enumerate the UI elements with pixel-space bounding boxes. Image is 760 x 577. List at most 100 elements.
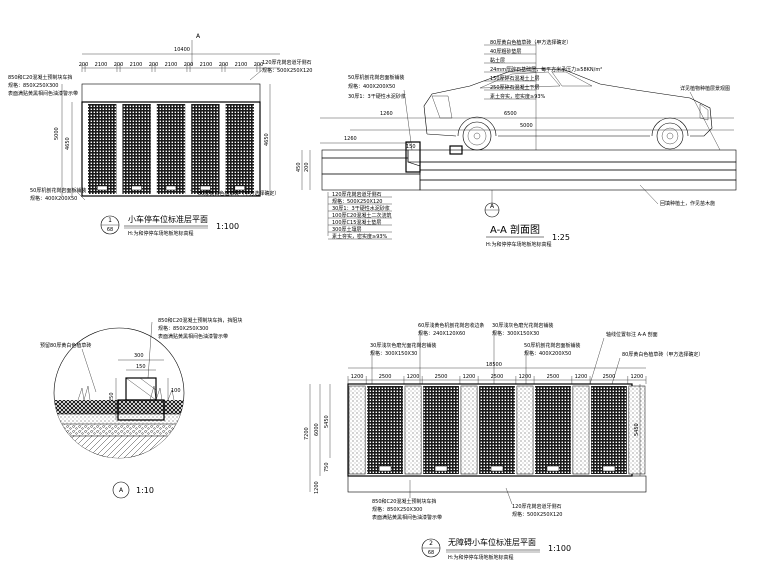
left-dim-6000: 6000 (314, 423, 320, 436)
section-top-label-0: 80厚黄白色植草砖（甲方选择确定） (490, 39, 571, 46)
right-dim-5450: 5450 (634, 423, 640, 436)
top-dim-6: 200 (184, 62, 194, 68)
plan2-aisle-6 (516, 385, 534, 475)
drawing-title: 小车停车位标准层平面 (128, 214, 208, 224)
plan2-bottom-4: 120厚花岗岩道牙侧石 (512, 503, 562, 510)
section-bottom-labels: 120厚花岗岩道牙侧石规格：500X250X12030厚1：3干硬性水泥砂浆10… (328, 191, 392, 240)
plan2-top-dim-8: 1200 (575, 374, 588, 380)
plan2-index-bottom: 68 (428, 550, 434, 556)
plan2-top-dim-7: 2500 (547, 374, 560, 380)
drawing-subtitle: H:为和停停车场地板地标高程 (128, 230, 193, 237)
plan2-top-label-7: 规格：400X200X50 (524, 350, 571, 357)
plan2-stalls (348, 385, 646, 475)
detail-dim-300: 300 (134, 353, 144, 359)
stall-4 (225, 104, 254, 194)
plan2-top-dim-5: 2500 (491, 374, 504, 380)
plan2-top-label-4: 30厚浅灰色磨光花岗岩铺装 (492, 322, 553, 329)
plan2-top-label-6: 50厚机刨花岗岩面板铺装 (524, 342, 580, 349)
left-dim-1200: 1200 (314, 481, 320, 494)
section-top-label-5: 250厚碎石混凝土下层 (490, 84, 540, 91)
right-dim-1: 4650 (264, 133, 270, 146)
plan2-title: 无障碍小车位标准层平面 (448, 537, 536, 547)
section-grass-layer (407, 149, 737, 163)
section-bottom-label-4: 100厚C15混凝土垫层 (332, 219, 381, 226)
detail-label-1: 850和C20混凝土预制块车挡，挡阻块 (158, 317, 242, 324)
section-top-label-3: 24mm厚碎石基础层，每平方米承压力≥58KN/m² (490, 66, 602, 73)
plan2-bottom-1: 850和C20混凝土预制块车挡 (372, 498, 436, 505)
top-dim-8: 200 (219, 62, 229, 68)
section-index: A (490, 203, 495, 210)
section-bottom-label-1: 规格：500X250X120 (332, 198, 382, 205)
label-backfill: 回填种植土，作见苗木施 (660, 200, 715, 207)
plan2-top-label-3: 规格：300X150X30 (370, 350, 417, 357)
label-wheel-stop: 850和C20混凝土预制块车挡 (8, 74, 72, 81)
left-dim-450: 450 (296, 162, 302, 172)
plan2-curb-strip (347, 475, 647, 493)
plan2-aisle-8 (572, 385, 590, 475)
plan2-top-label-5: 规格：300X150X30 (492, 330, 539, 337)
section-top-label-1: 40厚粗砂垫层 (490, 48, 521, 55)
stall-1 (122, 104, 151, 194)
plan2-stall-1 (367, 386, 403, 474)
section-bottom-label-3: 100厚C20混凝土二次浇筑 (332, 212, 391, 219)
section-scale: 1:25 (552, 233, 570, 242)
left-dim-1: 5000 (54, 127, 60, 140)
section-bottom-label-2: 30厚1：3干硬性水泥砂浆 (332, 205, 390, 212)
label-planting: 详见植物种植层景观图 (680, 85, 730, 92)
section-top-label-2: 黏土层 (490, 57, 505, 64)
plan2-stall-3 (423, 386, 459, 474)
section-paving-layer (321, 149, 409, 159)
section-sand-layer (419, 161, 737, 171)
label-paving: 50厚机刨花岗岩面板铺装 (348, 74, 404, 81)
top-dim-3: 2100 (130, 62, 143, 68)
plan2-stall-5 (479, 386, 515, 474)
label-wheel-stop-note: 表面满贴黄黑相间色油漆警示带 (8, 90, 78, 97)
plan2-top-dim-9: 2500 (603, 374, 616, 380)
plan-accessible-parking: 60厚浅黄色机刨花岗岩收边条规格：240X120X6030厚浅灰色磨光面花岗岩铺… (304, 322, 703, 561)
plan2-top-labels: 60厚浅黄色机刨花岗岩收边条规格：240X120X6030厚浅灰色磨光面花岗岩铺… (370, 322, 703, 385)
section-title: A-A 剖面图 (490, 223, 540, 236)
section-subtitle: H:为和停停车场地板地标高程 (486, 241, 551, 248)
parking-stalls (88, 104, 254, 194)
dim-18500: 18500 (486, 362, 502, 368)
plan2-top-dim-10: 1200 (631, 374, 644, 380)
left-dim-200: 200 (304, 162, 310, 172)
top-dim-7: 2100 (200, 62, 213, 68)
plan2-top-label-1: 规格：240X120X60 (418, 330, 465, 337)
index-top: 1 (108, 217, 112, 224)
section-wheel-stop (449, 145, 463, 155)
curb-strip (81, 83, 261, 103)
left-dim-7200: 7200 (304, 427, 310, 440)
stall-0 (88, 104, 117, 194)
section-a-a: 6500 1260 5000 1260 150 450 200 80厚黄白色植草… (296, 39, 737, 248)
plan2-top-label-8: 轴线位置标注 A-A 剖面 (606, 331, 658, 338)
parking-outline (81, 101, 261, 197)
left-dim-5450: 5450 (324, 415, 330, 428)
plan2-top-dim-4: 1200 (463, 374, 476, 380)
section-top-label-4: 150厚碎石混凝土上层 (490, 75, 540, 82)
label-wheel-stop-spec: 规格：850X250X300 (8, 82, 58, 89)
overall-width-dim: 10400 (174, 47, 190, 53)
left-dim-2: 4650 (65, 137, 71, 150)
stall-2 (156, 104, 186, 194)
top-dim-0: 200 (79, 62, 89, 68)
detail-label-2: 规格：850X250X300 (158, 325, 208, 332)
section-concrete-layer (419, 179, 737, 191)
section-top-label-6: 素土夯实，密实度≥93% (490, 93, 546, 100)
dim-150: 150 (406, 144, 416, 150)
label-paving-spec: 规格：400X200X50 (30, 195, 77, 202)
top-dim-2: 200 (114, 62, 124, 68)
label-grass-paver: 80厚黄白色植草砖（甲方选择确定） (198, 190, 279, 197)
plan2-stall-9 (591, 386, 627, 474)
plan2-top-dim-0: 1200 (351, 374, 364, 380)
plan2-scale: 1:100 (548, 544, 571, 553)
section-gravel-layer (419, 169, 737, 181)
top-dim-10: 200 (254, 62, 264, 68)
top-dim-5: 2100 (165, 62, 178, 68)
section-curb (405, 141, 421, 173)
plan2-top-label-9: 80厚黄白色植草砖（甲方选择确定） (622, 351, 703, 358)
detail-index: A (119, 487, 124, 494)
